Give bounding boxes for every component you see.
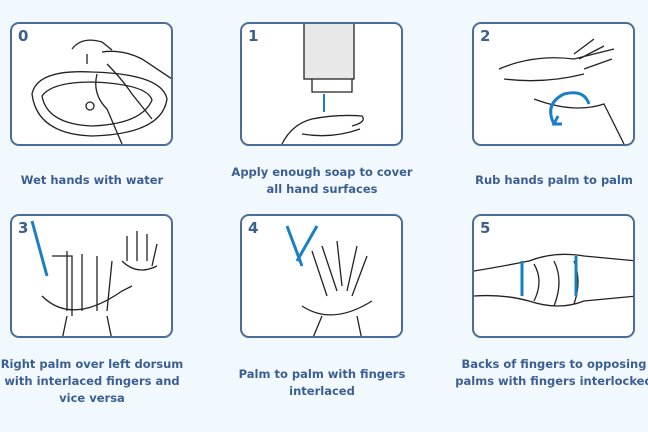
step-5-caption: Backs of fingers to opposing palms with …: [455, 357, 648, 388]
step-3-caption: Right palm over left dorsum with interla…: [0, 357, 184, 405]
wet-hands-icon: [31, 39, 171, 144]
step-4-panel: 4: [240, 214, 403, 338]
step-2-caption: Rub hands palm to palm: [475, 173, 633, 187]
dorsum-rub-icon: [30, 220, 158, 336]
step-0-panel: 0: [10, 22, 173, 146]
step-2-panel: 2: [472, 22, 635, 146]
step-5-panel: 5: [472, 214, 635, 338]
step-number: 5: [480, 219, 491, 237]
step-0-caption: Wet hands with water: [20, 173, 164, 187]
step-3-panel: 3: [10, 214, 173, 338]
soap-dispenser-icon: [281, 24, 364, 144]
palm-rub-icon: [498, 38, 625, 144]
step-1-caption: Apply enough soap to cover all hand surf…: [231, 165, 413, 196]
step-number: 3: [18, 219, 29, 237]
step-number: 2: [480, 27, 491, 45]
step-number: 4: [248, 219, 259, 237]
step-1-panel: 1: [240, 22, 403, 146]
step-4-caption: Palm to palm with fingers interlaced: [238, 367, 406, 398]
interlocked-fingers-icon: [474, 253, 633, 307]
step-number: 0: [18, 27, 29, 45]
step-number: 1: [248, 27, 259, 45]
interlaced-fingers-icon: [285, 225, 373, 336]
